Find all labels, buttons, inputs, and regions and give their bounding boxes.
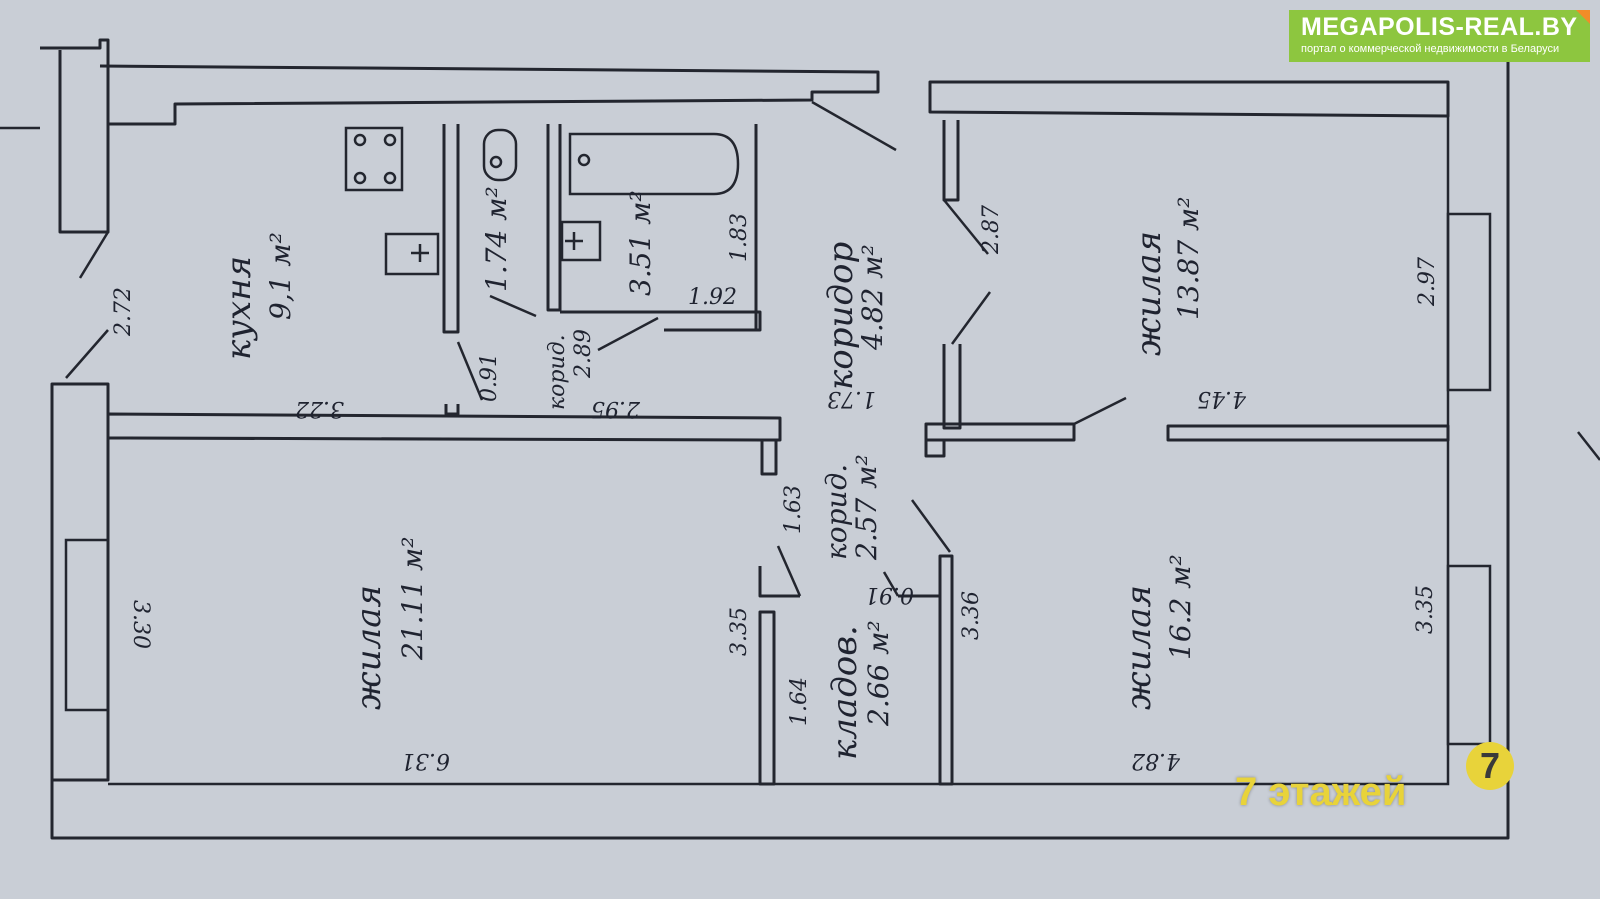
dim-0-91-top: 0.91 — [477, 353, 502, 402]
stove-icon — [344, 126, 404, 192]
dim-1-92: 1.92 — [688, 285, 737, 310]
living-bottom-label: жилая — [1119, 585, 1159, 710]
dim-4-82: 4.82 — [1131, 748, 1181, 773]
corridor-small-label: корид. — [545, 334, 570, 410]
kitchen-label: кухня — [219, 256, 259, 360]
corridor-main-area: 4.82 м² — [856, 244, 889, 351]
floors-label: 7 этажей — [1235, 770, 1407, 814]
living-big-label: жилая — [349, 585, 389, 710]
floors-badge-icon: 7 — [1466, 742, 1514, 790]
dim-3-30: 3.30 — [128, 600, 153, 649]
bath-area: 3.51 м² — [624, 190, 657, 296]
room-labels: кухня 9,1 м² 1.74 м² 3.51 м² коридор 4.8… — [219, 186, 1205, 760]
dim-4-45: 4.45 — [1197, 386, 1247, 411]
bathtub-icon — [568, 132, 740, 196]
dim-3-35-left: 3.35 — [727, 607, 752, 656]
living-top-area: 13.87 м² — [1172, 197, 1205, 321]
site-name: MEGAPOLIS-REAL.BY — [1301, 13, 1578, 41]
bath-sink-icon — [560, 220, 602, 262]
kitchen-area: 9,1 м² — [264, 232, 297, 320]
corner-flag-icon — [1576, 10, 1590, 24]
storage-label: кладов. — [825, 625, 865, 760]
corridor-2-label: корид. — [820, 464, 853, 560]
corridor-small-area: 2.89 — [571, 329, 596, 379]
dimension-labels: 2.72 3.22 0.91 2.95 1.83 1.92 1.73 2.87 … — [111, 205, 1440, 773]
kitchen-sink-icon — [384, 232, 440, 276]
corridor-2-area: 2.57 м² — [850, 454, 883, 561]
living-top-label: жилая — [1129, 231, 1169, 356]
outer-walls — [0, 38, 1510, 840]
dim-3-22: 3.22 — [295, 396, 344, 421]
dim-2-87: 2.87 — [979, 205, 1004, 255]
dim-2-72: 2.72 — [111, 287, 136, 337]
site-tagline: портал о коммерческой недвижимости в Бел… — [1301, 43, 1560, 55]
storage-area: 2.66 м² — [862, 620, 895, 727]
living-big-area: 21.11 м² — [396, 537, 429, 662]
door-swings — [65, 100, 1600, 597]
dim-3-36: 3.36 — [959, 591, 984, 640]
wc-area: 1.74 м² — [480, 186, 513, 292]
dim-1-83: 1.83 — [727, 213, 752, 262]
site-watermark[interactable]: MEGAPOLIS-REAL.BY портал о коммерческой … — [1289, 10, 1590, 62]
dim-1-64: 1.64 — [787, 677, 812, 726]
living-bottom-area: 16.2 м² — [1164, 554, 1197, 660]
toilet-icon — [482, 128, 518, 182]
dim-3-35-right: 3.35 — [1413, 585, 1438, 634]
dim-2-95: 2.95 — [591, 396, 641, 421]
dim-1-63: 1.63 — [781, 485, 806, 534]
dim-0-91-bottom: 0.91 — [865, 582, 914, 607]
dim-1-73: 1.73 — [827, 386, 876, 411]
dim-6-31: 6.31 — [401, 748, 450, 773]
internal-walls — [106, 120, 1450, 786]
dim-2-97: 2.97 — [1415, 257, 1440, 307]
corridor-main-label: коридор — [821, 242, 861, 390]
